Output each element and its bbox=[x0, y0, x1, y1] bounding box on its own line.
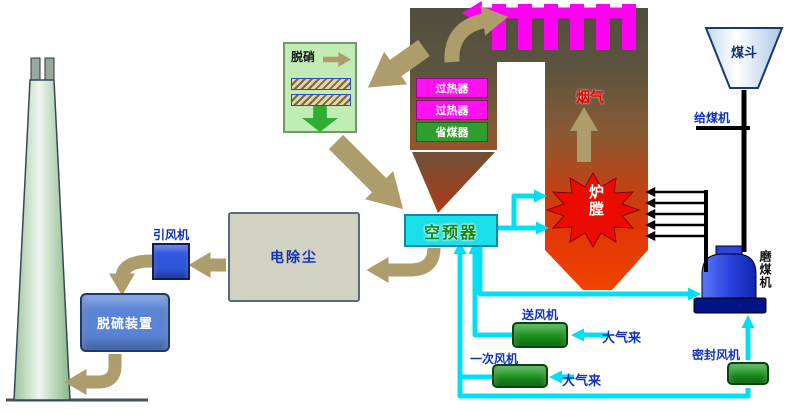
flue-gas-arrows bbox=[64, 6, 598, 395]
electrostatic-precipitator: 电除尘 bbox=[228, 212, 360, 302]
desulfurization-unit: 脱硫装置 bbox=[80, 293, 170, 352]
economizer: 省煤器 bbox=[416, 122, 488, 142]
furnace-label: 炉膛 bbox=[587, 184, 604, 218]
forced-draft-fan-label: 送风机 bbox=[521, 308, 558, 322]
coal-feeder-label: 给煤机 bbox=[694, 111, 731, 125]
catalyst-layer bbox=[291, 94, 351, 106]
down-arrow-icon bbox=[302, 106, 338, 132]
superheater-2: 过热器 bbox=[416, 100, 488, 120]
superheater-1: 过热器 bbox=[416, 78, 488, 98]
primary-air-fan-label: 一次风机 bbox=[470, 352, 519, 366]
air-inlet-label-1: 大气来 bbox=[602, 330, 642, 345]
coal-hopper-label: 煤斗 bbox=[730, 45, 757, 60]
coal-mill-shape bbox=[693, 245, 767, 314]
coal-mill-label: 磨煤机 bbox=[758, 250, 772, 289]
flue-gas-label: 烟气 bbox=[576, 89, 604, 105]
seal-air-fan-box bbox=[727, 362, 769, 385]
coal-feed-lines bbox=[645, 90, 750, 272]
denitration-unit: 脱硝 bbox=[283, 42, 357, 133]
denitration-label: 脱硝 bbox=[291, 50, 316, 64]
air-inlet-label-2: 大气来 bbox=[562, 373, 602, 388]
air-preheater: 空预器 bbox=[404, 214, 498, 247]
furnace-flame-cloud bbox=[545, 171, 641, 249]
primary-air-fan-box bbox=[492, 364, 548, 388]
chimney bbox=[13, 57, 71, 401]
induced-draft-fan-label: 引风机 bbox=[152, 228, 189, 242]
air-pipes bbox=[453, 189, 755, 399]
forced-draft-fan-box bbox=[512, 322, 568, 348]
seal-air-fan-label: 密封风机 bbox=[692, 348, 741, 362]
denitration-flow-arrow-icon bbox=[323, 52, 351, 67]
induced-draft-fan-box bbox=[152, 243, 190, 280]
catalyst-layer bbox=[291, 78, 351, 90]
boiler-backpass-hopper bbox=[412, 152, 495, 213]
coal-hopper-shape bbox=[704, 27, 784, 89]
